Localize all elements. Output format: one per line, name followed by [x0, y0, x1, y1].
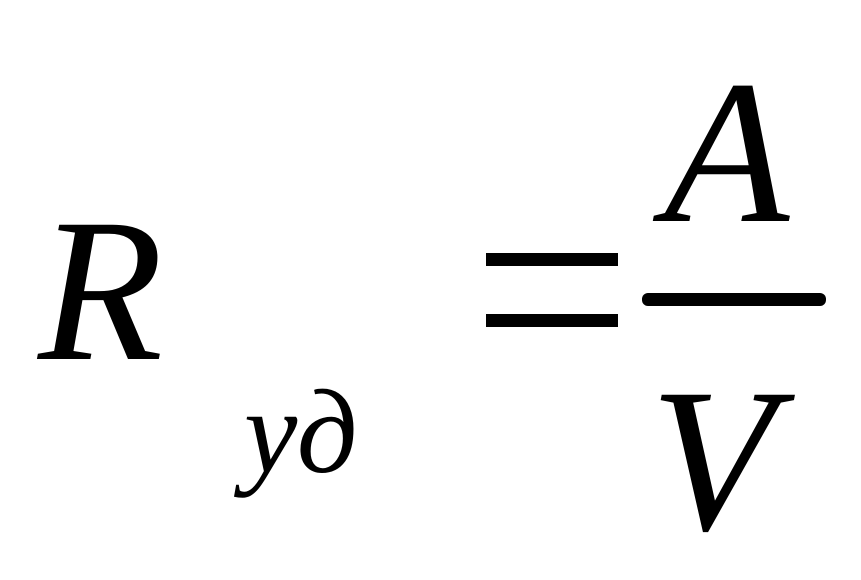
- main-variable: R: [38, 177, 164, 404]
- equals-bottom-bar: [486, 314, 618, 327]
- fraction-numerator: A: [664, 39, 790, 266]
- fraction-bar: [642, 293, 826, 306]
- subscript-label: уд: [244, 365, 358, 498]
- fraction-denominator: V: [650, 347, 776, 574]
- equals-sign: [486, 253, 618, 327]
- equals-top-bar: [486, 253, 618, 266]
